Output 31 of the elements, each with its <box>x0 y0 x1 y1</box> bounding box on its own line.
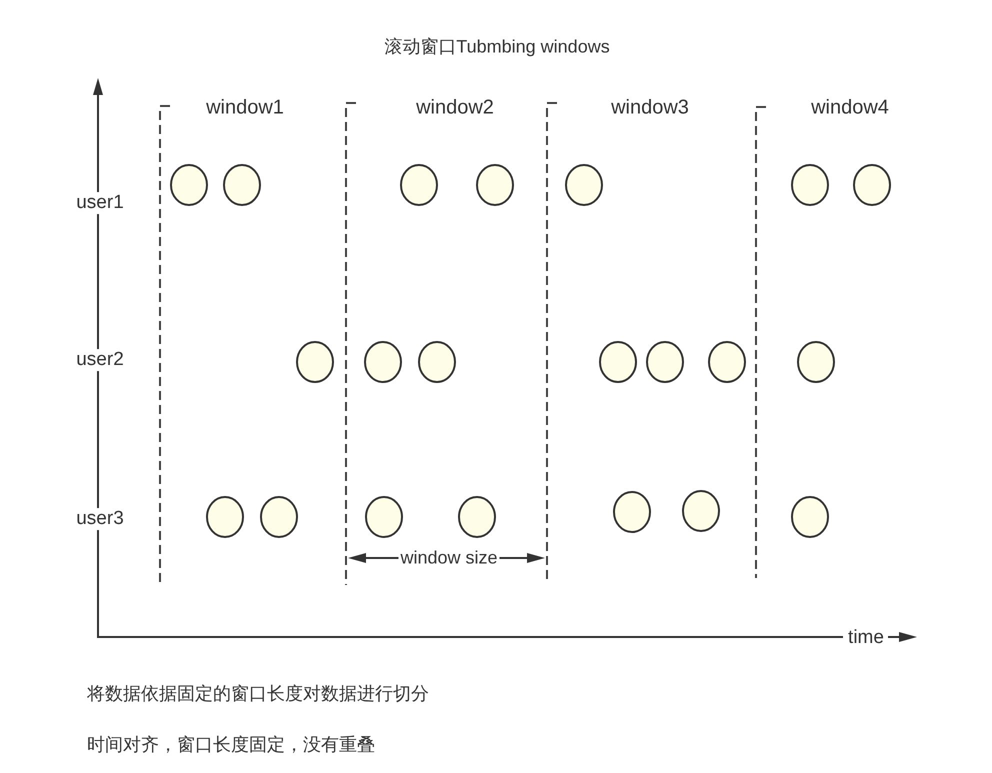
event-circle <box>646 341 684 383</box>
window-label: window3 <box>611 96 689 120</box>
event-circle <box>418 341 456 383</box>
note-text: 时间对齐，窗口长度固定，没有重叠 <box>87 734 375 756</box>
event-circle <box>206 496 244 538</box>
event-circle <box>223 164 261 206</box>
axis-label: user3 <box>74 508 126 530</box>
event-circle <box>797 341 835 383</box>
event-circle <box>296 341 334 383</box>
event-circle <box>364 341 402 383</box>
diagram-title: 滚动窗口Tubmbing windows <box>384 36 610 58</box>
event-circle <box>170 164 208 206</box>
window-label: window1 <box>206 96 284 120</box>
event-circle <box>599 341 637 383</box>
event-circle <box>565 164 603 206</box>
window-label: window4 <box>811 96 889 120</box>
event-circle <box>613 491 651 533</box>
note-text: 将数据依据固定的窗口长度对数据进行切分 <box>87 684 429 704</box>
event-circle <box>708 341 746 383</box>
event-circle <box>791 496 829 538</box>
event-circle <box>682 490 720 532</box>
event-circle <box>458 496 496 538</box>
window-label: window2 <box>416 96 494 120</box>
event-circle <box>400 164 438 206</box>
axis-label: user1 <box>74 192 126 214</box>
event-circle <box>853 164 891 206</box>
event-circle <box>476 164 514 206</box>
event-circle <box>791 164 829 206</box>
event-circle <box>365 496 403 538</box>
axis-label: user2 <box>74 349 126 371</box>
event-circle <box>260 496 298 538</box>
